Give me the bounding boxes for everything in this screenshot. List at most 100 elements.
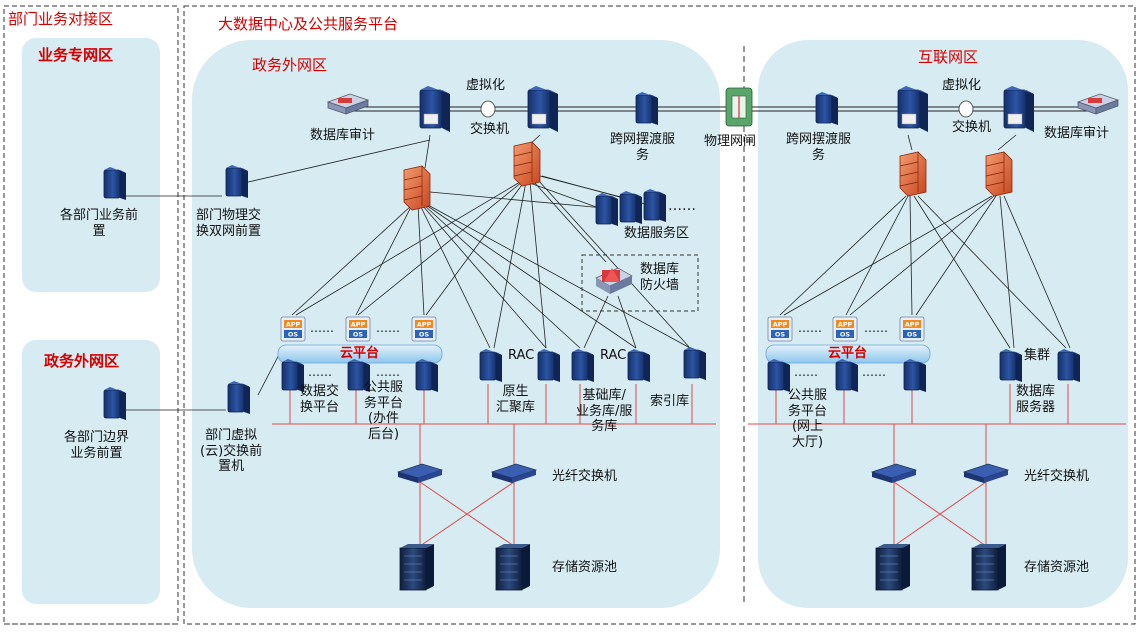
- app-tile-text-5: APP: [838, 321, 853, 329]
- label-fiber-switch-right: 光纤交换机: [1024, 469, 1090, 484]
- label-fiber-switch-left: 光纤交换机: [552, 469, 618, 484]
- storage-right-1: [875, 543, 911, 591]
- business-private-zone: [22, 38, 160, 292]
- zone-title-internet: 互联网区: [918, 48, 979, 66]
- app-tile-text-2: APP: [351, 321, 366, 329]
- label-native-pool: 原生 汇聚库: [496, 384, 536, 415]
- rac-server-3: [571, 348, 595, 383]
- app-tile-text-1: APP: [286, 321, 301, 329]
- zone-title-gov-extranet-left: 政务外网区: [44, 352, 120, 370]
- virtualization-node-left: [480, 100, 496, 118]
- os-tile-text-4: OS: [775, 331, 786, 339]
- virtualization-node-right: [958, 100, 974, 118]
- network-links: [118, 134, 1071, 411]
- os-tile-text-3: OS: [419, 331, 430, 339]
- label-public-service-hall: 公共服 务平台 (网上 大厅): [788, 388, 828, 450]
- label-dept-physical-front: 部门物理交 换双网前置: [196, 208, 262, 239]
- data-service-server-1: [595, 192, 619, 227]
- label-db-audit-left: 数据库审计: [310, 128, 376, 143]
- label-data-exchange: 数据交 换平台: [300, 384, 340, 415]
- storage-network-links: [272, 384, 1126, 547]
- rac-server-4: [627, 348, 651, 383]
- center-platform-frame: [183, 5, 1136, 625]
- label-virtualization-left: 虚拟化: [466, 78, 506, 93]
- dept-business-front-server: [103, 166, 127, 201]
- cluster-db-server-1: [999, 348, 1023, 383]
- label-switch-right: 交换机: [952, 120, 992, 135]
- rac-server-1: [479, 348, 503, 383]
- label-physical-gap: 物理网闸: [704, 134, 757, 149]
- storage-left-2: [495, 543, 531, 591]
- label-storage-pool-right: 存储资源池: [1024, 560, 1090, 575]
- label-dept-business-front: 各部门业务前 置: [60, 208, 139, 239]
- gov-extranet-left-zone: [22, 340, 160, 604]
- dept-virtual-front-server: [227, 380, 251, 415]
- storage-right-2: [971, 543, 1007, 591]
- os-tile-text-6: OS: [907, 331, 918, 339]
- core-switch-right-a: [897, 85, 929, 133]
- core-switch-left-a: [419, 85, 451, 133]
- app-tile-text-4: APP: [773, 321, 788, 329]
- label-switch-left: 交换机: [470, 122, 510, 137]
- index-db-server: [683, 346, 707, 381]
- rac-server-2: [537, 348, 561, 383]
- label-cross-net-left: 跨网摆渡服 务: [610, 132, 676, 163]
- label-db-audit-right: 数据库审计: [1044, 126, 1110, 141]
- firewall-right-a: [899, 151, 927, 197]
- label-index-db: 索引库: [650, 394, 690, 409]
- data-service-server-3: [643, 188, 667, 223]
- cross-net-server-right: [815, 91, 839, 126]
- storage-left-1: [399, 543, 435, 591]
- label-rac-1: RAC: [508, 348, 535, 363]
- label-cloud-platform-left: 云平台: [340, 346, 380, 361]
- label-db-server: 数据库 服务器: [1016, 384, 1056, 415]
- zone-title-gov-extranet-main: 政务外网区: [252, 56, 328, 74]
- label-cluster: 集群: [1024, 348, 1051, 363]
- svg-text:……: ……: [864, 321, 888, 335]
- os-tile-text-5: OS: [840, 331, 851, 339]
- data-service-server-2: [619, 190, 643, 225]
- app-tile-text-3: APP: [417, 321, 432, 329]
- firewall-left-b: [513, 141, 541, 187]
- db-firewall-box: [581, 254, 699, 312]
- label-rac-2: RAC: [600, 348, 627, 363]
- physical-gap-device: [725, 87, 753, 127]
- label-data-service-zone: 数据服务区: [624, 226, 690, 241]
- cross-net-server-left: [635, 91, 659, 126]
- svg-text:……: ……: [310, 321, 334, 335]
- firewall-left-a: [403, 165, 431, 211]
- label-dept-virtual-front: 部门虚拟 (云)交换前 置机: [200, 428, 263, 475]
- label-storage-pool-left: 存储资源池: [552, 560, 618, 575]
- label-cross-net-right: 跨网摆渡服 务: [786, 132, 852, 163]
- dept-edge-front-server: [103, 386, 127, 421]
- gov-extranet-main-zone: [192, 40, 720, 608]
- app-tile-text-6: APP: [905, 321, 920, 329]
- cloud-server-left-3: [415, 358, 439, 393]
- cloud-server-right-3: [903, 358, 927, 393]
- zone-title-dept-interface: 部门业务对接区: [8, 10, 114, 28]
- cloud-server-right-2: [835, 358, 859, 393]
- svg-text:……: ……: [308, 365, 332, 379]
- cloud-server-right-1: [767, 358, 791, 393]
- label-cloud-platform-right: 云平台: [828, 346, 868, 361]
- svg-text:……: ……: [376, 365, 400, 379]
- zone-title-center-platform: 大数据中心及公共服务平台: [218, 15, 399, 33]
- label-db-firewall: 数据库 防火墙: [640, 262, 680, 293]
- svg-text:……: ……: [376, 321, 400, 335]
- svg-text:……: ……: [668, 198, 696, 214]
- firewall-right-b: [985, 151, 1013, 197]
- core-switch-left-b: [527, 85, 559, 133]
- core-switch-right-b: [1003, 85, 1035, 133]
- dept-interface-frame: [3, 5, 179, 625]
- os-tile-text-2: OS: [353, 331, 364, 339]
- cluster-db-server-2: [1057, 348, 1081, 383]
- svg-text:……: ……: [862, 365, 886, 379]
- internet-zone: [758, 40, 1128, 608]
- label-public-service-backend: 公共服 务平台 (办件 后台): [364, 380, 404, 442]
- svg-text:……: ……: [794, 365, 818, 379]
- label-virtualization-right: 虚拟化: [942, 78, 982, 93]
- svg-text:……: ……: [798, 321, 822, 335]
- label-dept-edge-front: 各部门边界 业务前置: [64, 430, 130, 461]
